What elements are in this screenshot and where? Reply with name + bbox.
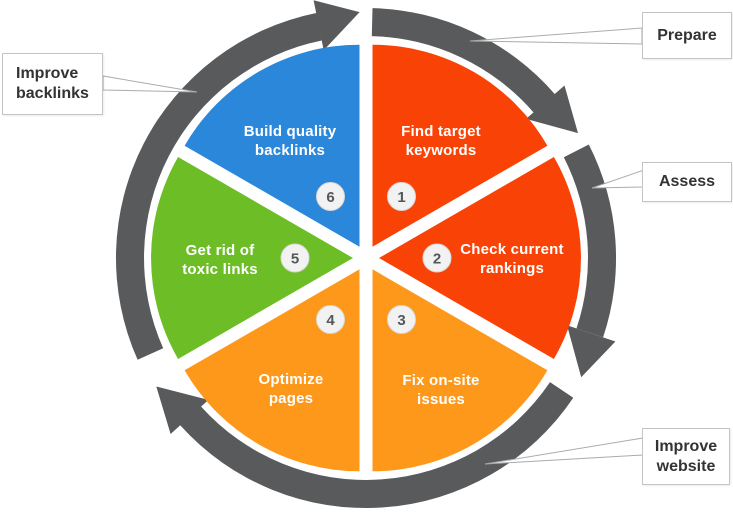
segment-4-wedge: [184, 269, 360, 472]
callout-pointer-improve-backlinks: [102, 75, 198, 93]
segment-2-label-line2: rankings: [480, 260, 544, 277]
callout-improve-website: Improve website: [642, 428, 730, 485]
segment-5-label: Get rid of toxic links: [182, 242, 258, 278]
callout-assess: Assess: [642, 162, 732, 202]
segment-6-label: Build quality backlinks: [244, 123, 337, 159]
segment-3-label: Fix on-site issues: [402, 372, 479, 408]
segment-2-number: 2: [433, 250, 441, 267]
segment-4-label: Optimize pages: [259, 371, 324, 407]
segment-6-number-badge: [316, 182, 345, 211]
segment-2-label-line1: Check current: [460, 241, 563, 258]
segment-6: Build quality backlinks 6: [184, 44, 360, 247]
segment-6-label-line1: Build quality: [244, 123, 337, 140]
segment-3-wedge: [372, 269, 548, 472]
segment-4-number-badge: [316, 305, 345, 334]
callout-improve-backlinks: Improve backlinks: [2, 53, 103, 115]
cycle-arrow-segment-3: [156, 382, 574, 509]
segment-1: Find target keywords 1: [372, 44, 548, 247]
segment-5-number: 5: [291, 250, 299, 267]
segment-6-number: 6: [326, 189, 334, 206]
segment-4-number: 4: [326, 312, 335, 329]
segment-4-label-line1: Optimize: [259, 371, 324, 388]
segment-2: Check current rankings 2: [379, 157, 581, 359]
segment-5: Get rid of toxic links 5: [151, 157, 353, 359]
segment-5-label-line1: Get rid of: [186, 242, 255, 259]
callout-improve-backlinks-label: Improve backlinks: [16, 65, 89, 102]
segment-5-number-badge: [280, 243, 310, 273]
segment-5-label-line2: toxic links: [182, 261, 258, 278]
segment-6-wedge: [184, 44, 360, 247]
callout-pointers: [102, 27, 645, 465]
callout-pointer-prepare: [469, 27, 643, 45]
segment-2-number-badge: [422, 243, 452, 273]
segment-5-wedge: [151, 157, 353, 359]
segment-4-label-line2: pages: [269, 390, 313, 407]
cycle-arrow-segment-1: [371, 8, 578, 134]
cycle-arrow-segment-2: [563, 144, 617, 378]
segment-1-wedge: [372, 44, 548, 247]
cycle-arrows: [115, 0, 617, 509]
segment-3-number-badge: [387, 305, 416, 334]
segment-1-number-badge: [387, 182, 416, 211]
segment-2-label: Check current rankings: [460, 241, 563, 277]
segment-3: Fix on-site issues 3: [372, 269, 548, 472]
callout-prepare-label: Prepare: [657, 26, 717, 44]
segment-1-label: Find target keywords: [401, 123, 481, 159]
callout-improve-website-label: Improve website: [654, 437, 718, 475]
segment-2-wedge: [379, 157, 581, 359]
segment-4: Optimize pages 4: [184, 269, 360, 472]
segment-3-label-line2: issues: [417, 391, 465, 408]
segment-1-number: 1: [397, 189, 405, 206]
callout-assess-label: Assess: [658, 173, 716, 190]
callout-prepare: Prepare: [642, 12, 732, 59]
segment-6-label-line2: backlinks: [255, 142, 325, 159]
segment-1-label-line2: keywords: [406, 142, 477, 159]
segment-3-label-line1: Fix on-site: [402, 372, 479, 389]
segment-3-number: 3: [397, 312, 405, 329]
segment-1-label-line1: Find target: [401, 123, 481, 140]
cycle-arrow-segment-4: [115, 0, 360, 360]
